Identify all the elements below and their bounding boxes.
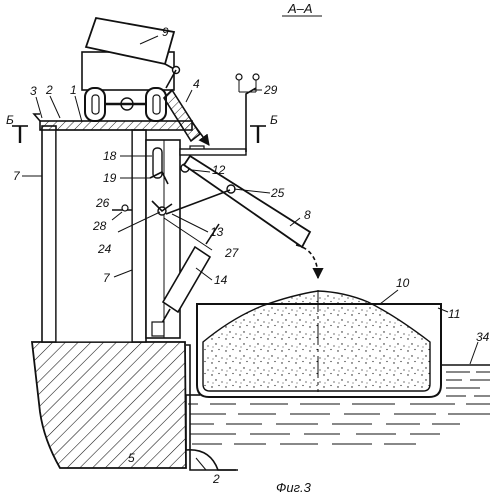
label-2b: 2 [212, 472, 220, 486]
hydraulic-cylinder [161, 245, 212, 314]
wheel-left-inner [91, 94, 100, 115]
left-post [41, 125, 57, 343]
vehicle-dump-box [84, 16, 176, 66]
latch-hook [149, 170, 169, 185]
inclined-plate [162, 88, 202, 143]
label-14: 14 [214, 273, 228, 287]
label-9: 9 [162, 25, 169, 39]
label-10: 10 [396, 276, 410, 290]
cylinder-base-mount [151, 321, 165, 337]
stop-pin-26 [121, 204, 129, 212]
label-28: 28 [92, 219, 107, 233]
control-knob-2 [252, 73, 260, 81]
part-labels: 1 2 2 3 4 5 7 7 8 9 10 11 12 13 14 18 19… [13, 25, 490, 486]
rocker-arm [165, 189, 231, 215]
label-7a: 7 [13, 169, 21, 183]
vehicle [81, 16, 181, 122]
label-18: 18 [103, 149, 117, 163]
water-body [185, 364, 490, 471]
leader-lines [22, 35, 479, 471]
discharge-chute [182, 154, 312, 249]
control-post [245, 87, 257, 152]
label-25: 25 [270, 186, 285, 200]
label-1: 1 [70, 83, 77, 97]
quay-edge-2 [186, 344, 238, 471]
section-title: А–А [287, 1, 313, 16]
wheel-right-inner [152, 94, 161, 115]
label-12: 12 [212, 163, 226, 177]
label-4: 4 [193, 77, 200, 91]
material-flow-arrow [191, 121, 210, 146]
section-marker-left: Б [6, 113, 28, 143]
label-26: 26 [95, 196, 110, 210]
label-13: 13 [210, 225, 224, 239]
label-5: 5 [128, 451, 135, 465]
center-post [131, 129, 147, 343]
frame-body-1 [55, 129, 133, 343]
platform-lip [32, 113, 41, 122]
label-2: 2 [45, 83, 53, 97]
label-27: 27 [224, 246, 240, 260]
water-hatching [188, 371, 490, 445]
cylinder-rod [205, 223, 220, 245]
section-marker-left-label: Б [6, 113, 14, 127]
upper-lever [179, 148, 247, 156]
stop-bracket [151, 200, 173, 213]
quay-wall [30, 341, 187, 469]
figure-caption: Фиг.3 [276, 480, 312, 495]
sand-pile [202, 290, 431, 392]
label-29: 29 [263, 83, 278, 97]
discharge-flow-arrow [295, 244, 324, 280]
label-34: 34 [476, 330, 490, 344]
control-knob-1 [235, 73, 243, 81]
latch-slot [152, 147, 163, 179]
chute-pin [226, 184, 236, 194]
label-19: 19 [103, 171, 117, 185]
platform-deck [39, 120, 193, 131]
barge [196, 290, 442, 398]
label-8: 8 [304, 208, 311, 222]
label-3: 3 [30, 84, 37, 98]
water-shore-edge [185, 395, 236, 471]
label-11: 11 [448, 307, 460, 321]
label-7b: 7 [103, 271, 111, 285]
label-24: 24 [97, 242, 112, 256]
section-marker-right-label: Б [270, 113, 278, 127]
section-marker-right: Б [250, 113, 278, 143]
dump-box-strut [165, 69, 177, 89]
